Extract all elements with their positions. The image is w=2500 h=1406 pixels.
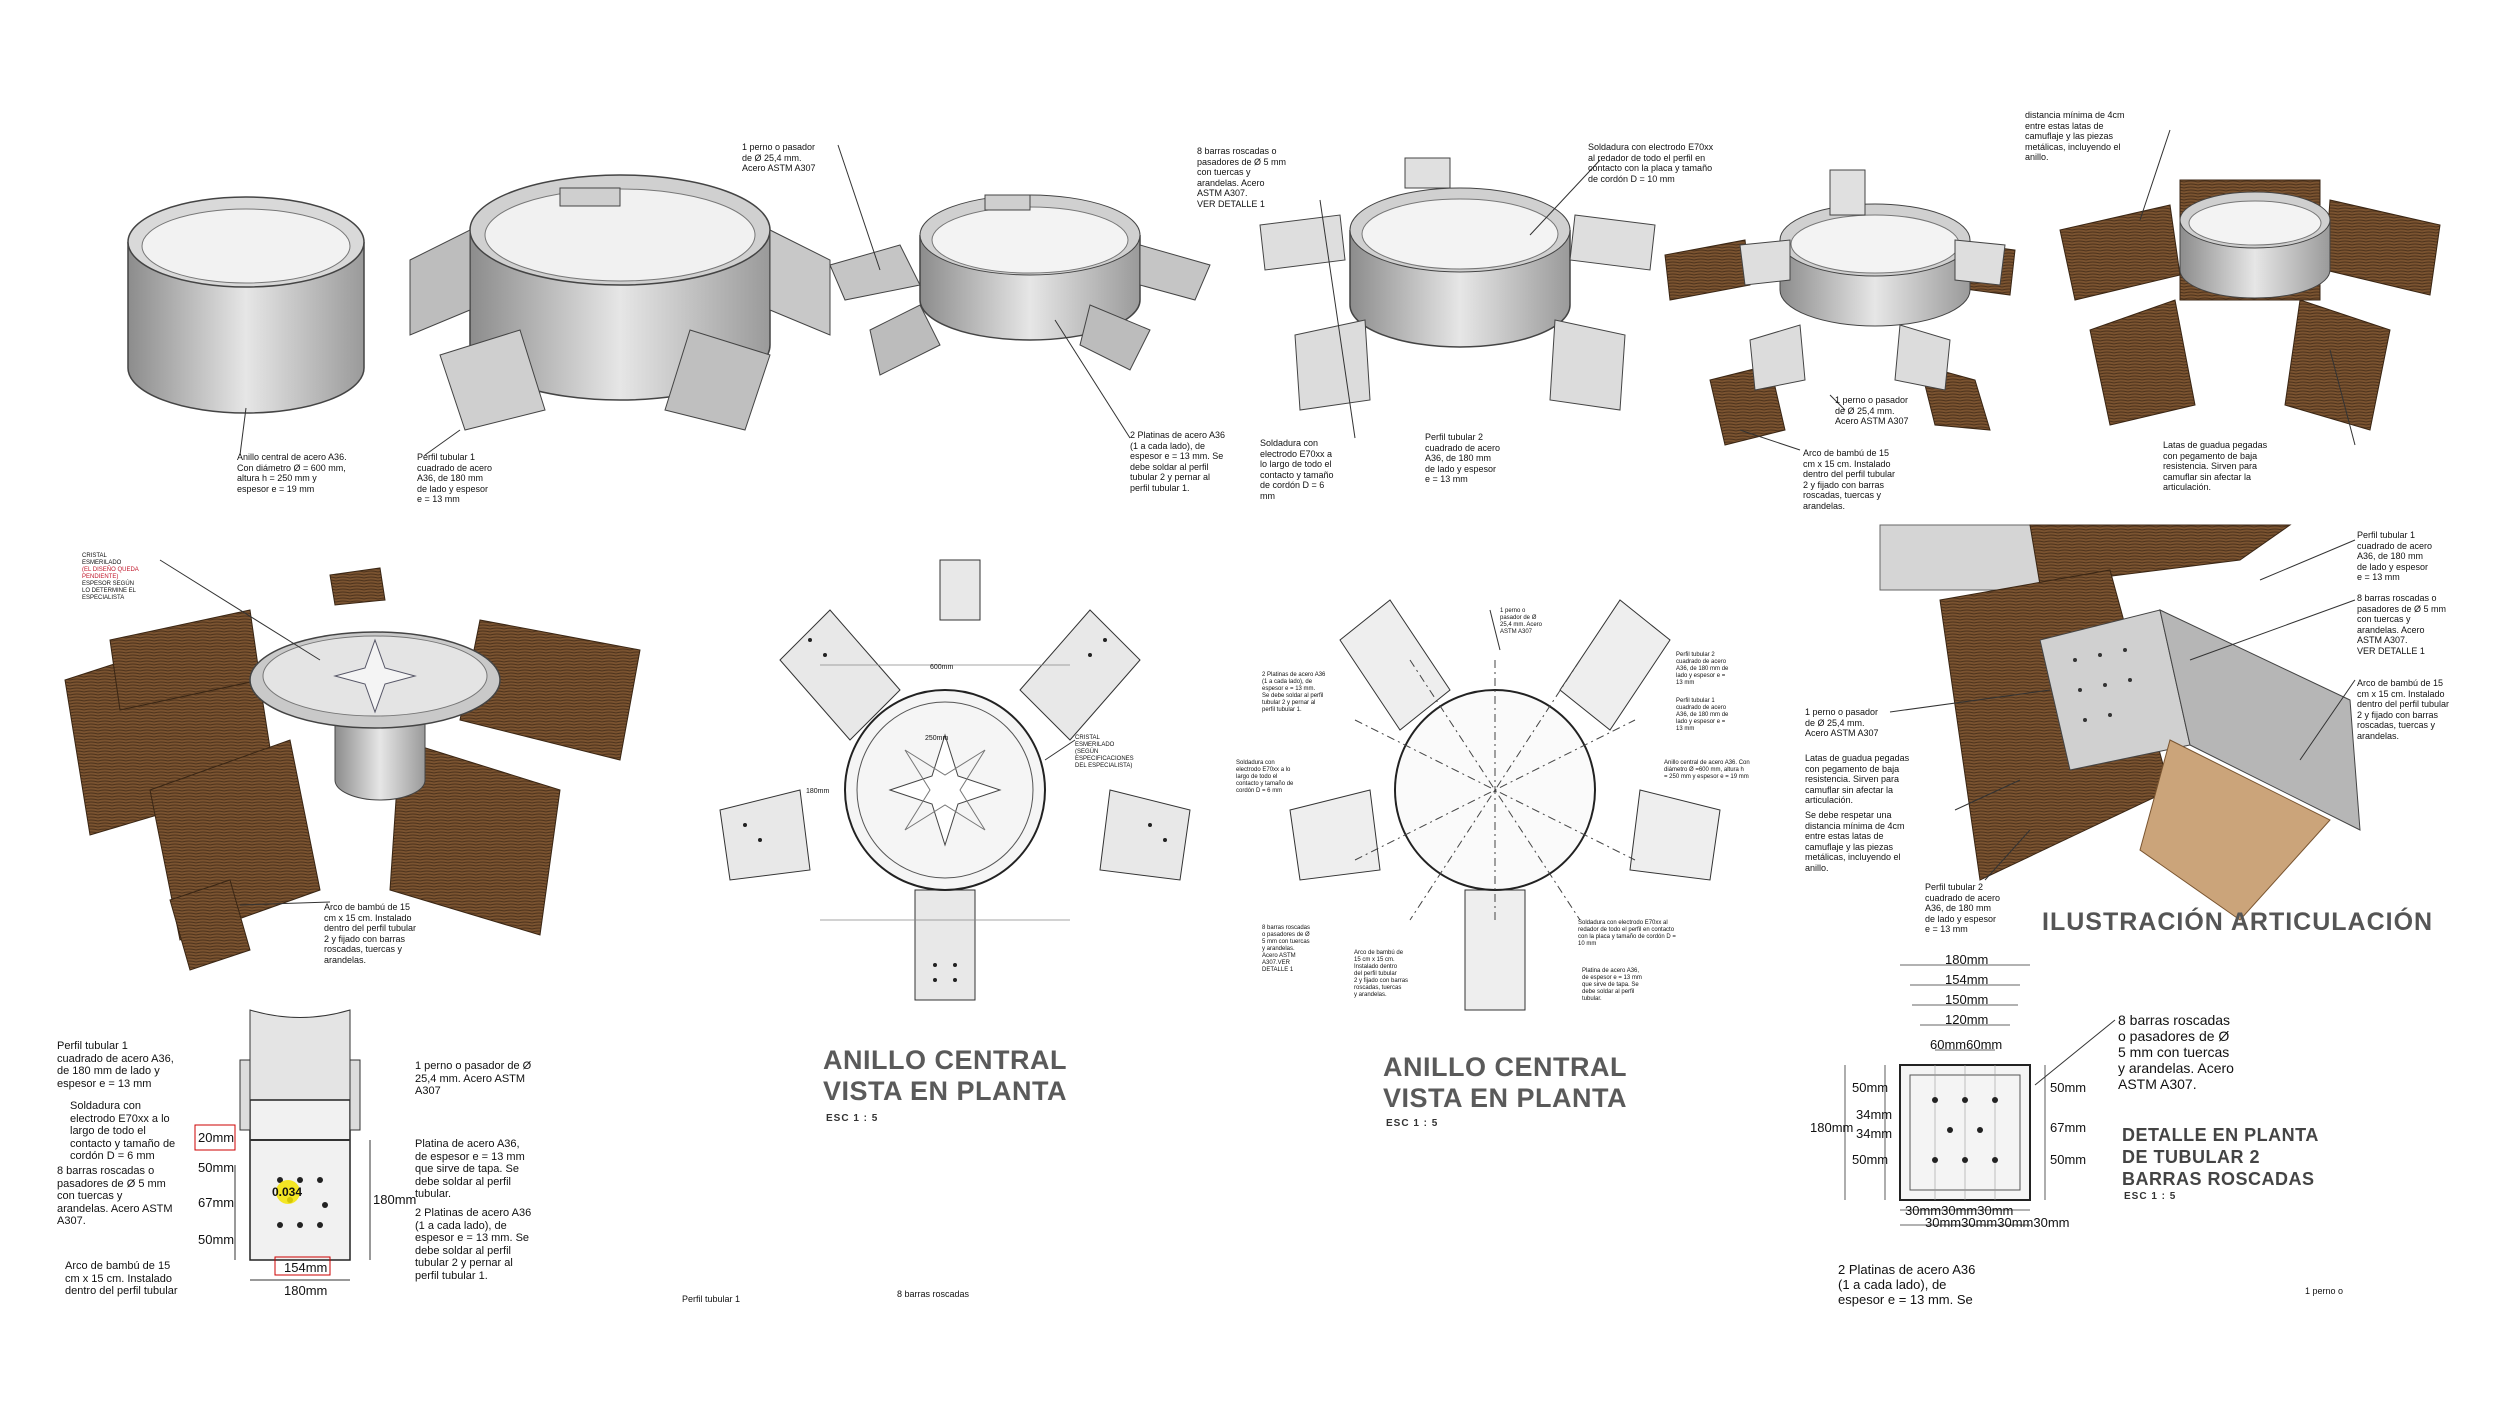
detail-left-180: 180mm — [1810, 1120, 1854, 1135]
elev-dim-20: 20mm — [198, 1130, 235, 1145]
detail-right-50b: 50mm — [2050, 1152, 2087, 1167]
elev-dim-50a: 50mm — [198, 1160, 235, 1175]
step4-tube2-label: Perfil tubular 2 cuadrado de acero A36, … — [1425, 432, 1501, 484]
detail-top-150: 150mm — [1945, 992, 1989, 1007]
elev-plates-label: 2 Platinas de acero A36 (1 a cada lado),… — [415, 1207, 532, 1282]
elev-bars-label: 8 barras roscadas o pasadores de Ø 5 mm … — [57, 1165, 173, 1227]
detail-left-34b: 34mm — [1856, 1126, 1893, 1141]
detail-left-50a: 50mm — [1852, 1080, 1889, 1095]
detail-top-60: 60mm60mm — [1930, 1037, 2003, 1052]
elev-marker: 0.034 — [272, 1185, 303, 1199]
illus-bars-label: 8 barras roscadas o pasadores de Ø 5 mm … — [2357, 593, 2447, 656]
detail-right-50a: 50mm — [2050, 1080, 2087, 1095]
step3-bolt-label: 1 perno o pasador de Ø 25,4 mm. Acero AS… — [742, 142, 816, 173]
plan2-note-weld2: Soldadura con electrodo E70xx al redador… — [1578, 920, 1676, 947]
footer-bars: 8 barras roscadas — [897, 1289, 970, 1299]
detail-title: DETALLE EN PLANTA DE TUBULAR 2 BARRAS RO… — [2122, 1125, 2319, 1189]
plan2-title: ANILLO CENTRAL VISTA EN PLANTA — [1383, 1052, 1628, 1113]
plan1-dim-180: 180mm — [806, 788, 830, 795]
illustration-title: ILUSTRACIÓN ARTICULACIÓN — [2042, 908, 2434, 936]
footer-plates: 2 Platinas de acero A36 (1 a cada lado),… — [1838, 1262, 1976, 1307]
step1-label: Anillo central de acero A36. Con diámetr… — [237, 452, 347, 494]
step6-camouflage-label: Latas de guadua pegadas con pegamento de… — [2163, 440, 2268, 492]
plan1-dim-600: 600mm — [930, 664, 954, 671]
plan2-note-weld: Soldadura con electrodo E70xx a lo largo… — [1236, 760, 1294, 794]
elev-dim-180: 180mm — [373, 1192, 417, 1207]
detail-bars-note: 8 barras roscadas o pasadores de Ø 5 mm … — [2118, 1012, 2234, 1092]
render-bamboo-label: Arco de bambú de 15 cm x 15 cm. Instalad… — [324, 902, 417, 965]
plan2-note-bolt: 1 perno o pasador de Ø 25,4 mm. Acero AS… — [1500, 608, 1543, 635]
step5-bamboo-label: Arco de bambú de 15 cm x 15 cm. Instalad… — [1803, 448, 1896, 511]
elev-dim-154: 154mm — [284, 1260, 328, 1275]
elev-dim-180b: 180mm — [284, 1283, 328, 1298]
step4-weld2-label: Soldadura con electrodo E70xx a lo largo… — [1260, 438, 1334, 501]
elev-dim-67: 67mm — [198, 1195, 235, 1210]
step4-weld-label: Soldadura con electrodo E70xx al redador… — [1588, 142, 1714, 184]
illus-bolt-label: 1 perno o pasador de Ø 25,4 mm. Acero AS… — [1805, 707, 1879, 738]
footer-bolt: 1 perno o — [2305, 1286, 2344, 1296]
plan2-note-tube2: Perfil tubular 2 cuadrado de acero A36, … — [1676, 652, 1729, 686]
step4-bars-label: 8 barras roscadas o pasadores de Ø 5 mm … — [1197, 146, 1287, 209]
illus-bamboo-label: Arco de bambú de 15 cm x 15 cm. Instalad… — [2357, 678, 2450, 741]
detail-right-67: 67mm — [2050, 1120, 2087, 1135]
plan1-dim-250: 250mm — [925, 735, 949, 742]
step6-distance-label: distancia mínima de 4cm entre estas lata… — [2025, 110, 2125, 162]
plan2-note-plates: 2 Platinas de acero A36 (1 a cada lado),… — [1262, 672, 1326, 713]
plan1-scale: ESC 1 : 5 — [826, 1113, 879, 1124]
detail-bottom-2: 30mm30mm30mm30mm — [1925, 1215, 2070, 1230]
elev-bamboo-label: Arco de bambú de 15 cm x 15 cm. Instalad… — [65, 1260, 178, 1297]
elev-bolt-label: 1 perno o pasador de Ø 25,4 mm. Acero AS… — [415, 1060, 532, 1097]
plan2-note-cap: Platina de acero A36, de espesor e = 13 … — [1582, 968, 1642, 1002]
step3-plates-label: 2 Platinas de acero A36 (1 a cada lado),… — [1130, 430, 1226, 493]
elev-tube1-label: Perfil tubular 1 cuadrado de acero A36, … — [57, 1040, 174, 1090]
plan2-note-ring: Anillo central de acero A36. Con diámetr… — [1664, 760, 1750, 780]
step5-bolt-label: 1 perno o pasador de Ø 25,4 mm. Acero AS… — [1835, 395, 1909, 426]
illus-tube1-label: Perfil tubular 1 cuadrado de acero A36, … — [2357, 530, 2433, 582]
plan1-glass-label: CRISTAL ESMERILADO (SEGÚN ESPECIFICACION… — [1075, 735, 1134, 769]
detail-left-34a: 34mm — [1856, 1107, 1893, 1122]
detail-top-180: 180mm — [1945, 952, 1989, 967]
detail-bottom-1: 30mm30mm30mm — [1905, 1203, 2014, 1218]
elev-dim-50b: 50mm — [198, 1232, 235, 1247]
plan2-note-bamboo: Arco de bambú de 15 cm x 15 cm. Instalad… — [1354, 950, 1409, 998]
elev-cap-label: Platina de acero A36, de espesor e = 13 … — [415, 1138, 525, 1200]
elev-weld-label: Soldadura con electrodo E70xx a lo largo… — [70, 1100, 176, 1162]
detail-top-154: 154mm — [1945, 972, 1989, 987]
illus-tube2-label: Perfil tubular 2 cuadrado de acero A36, … — [1925, 882, 2001, 934]
illus-distance-label: Se debe respetar una distancia mínima de… — [1805, 810, 1905, 873]
step2-label: Perfil tubular 1 cuadrado de acero A36, … — [417, 452, 493, 504]
detail-left-50b: 50mm — [1852, 1152, 1889, 1167]
plan2-scale: ESC 1 : 5 — [1386, 1118, 1439, 1129]
plan2-note-bars: 8 barras roscadas o pasadores de Ø 5 mm … — [1262, 925, 1311, 973]
illus-camouflage-label: Latas de guadua pegadas con pegamento de… — [1805, 753, 1910, 805]
detail-top-120: 120mm — [1945, 1012, 1989, 1027]
footer-tube1: Perfil tubular 1 — [682, 1294, 741, 1304]
plan2-note-tube1: Perfil tubular 1 cuadrado de acero A36, … — [1676, 698, 1729, 732]
plan1-title: ANILLO CENTRAL VISTA EN PLANTA — [823, 1045, 1068, 1106]
detail-scale: ESC 1 : 5 — [2124, 1191, 2177, 1202]
